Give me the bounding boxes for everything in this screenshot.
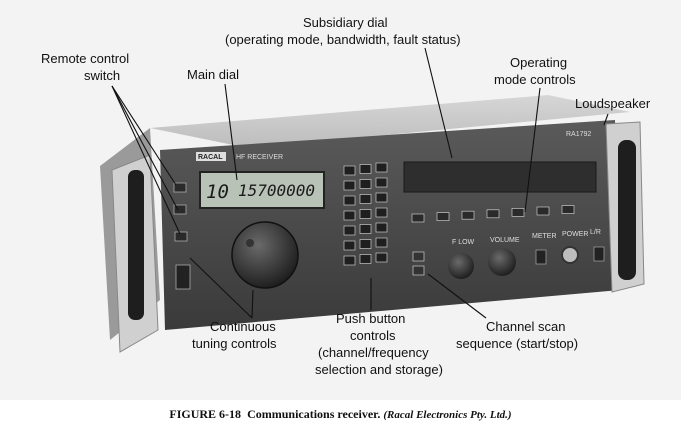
keypad-button[interactable] bbox=[375, 192, 388, 203]
receiver-illustration: RACAL HF RECEIVER RA1792 10 15700000 F L… bbox=[41, 15, 651, 377]
receiver-photo: RACAL HF RECEIVER RA1792 10 15700000 F L… bbox=[0, 0, 681, 400]
remote-switch-button-1[interactable] bbox=[173, 182, 187, 193]
power-switch[interactable] bbox=[175, 264, 191, 290]
label-main-dial: Main dial bbox=[187, 67, 239, 82]
remote-switch-button-2[interactable] bbox=[173, 204, 187, 215]
lr-switch[interactable] bbox=[593, 246, 605, 262]
subsidiary-dial-display bbox=[403, 161, 597, 193]
phones-jack[interactable] bbox=[561, 246, 579, 264]
label-channel-scan-2: sequence (start/stop) bbox=[456, 336, 578, 351]
label-push-button-2: controls bbox=[350, 328, 396, 343]
leader-lines bbox=[111, 47, 609, 319]
mode-buttons bbox=[411, 205, 575, 223]
keypad-button[interactable] bbox=[375, 222, 388, 233]
mode-button[interactable] bbox=[536, 206, 550, 216]
label-push-button-4: selection and storage) bbox=[315, 362, 443, 377]
keypad-button[interactable] bbox=[359, 209, 372, 219]
volume-knob[interactable] bbox=[488, 248, 516, 276]
meter-label: METER bbox=[532, 233, 557, 240]
mode-button[interactable] bbox=[411, 213, 425, 223]
keypad-button[interactable] bbox=[343, 255, 356, 266]
keypad-button[interactable] bbox=[359, 179, 372, 189]
label-subsidiary-dial-detail: (operating mode, bandwidth, fault status… bbox=[225, 32, 461, 47]
keypad-button[interactable] bbox=[375, 207, 388, 218]
leader-scan bbox=[427, 273, 487, 319]
lr-label: L/R bbox=[590, 229, 601, 236]
label-remote-control-2: switch bbox=[84, 68, 120, 83]
remote-switch-button-3[interactable] bbox=[174, 231, 188, 242]
leader-continuous-1 bbox=[189, 257, 253, 319]
leader-continuous-2 bbox=[251, 289, 254, 319]
leader-main-dial bbox=[224, 83, 238, 181]
label-operating-mode-1: Operating bbox=[510, 55, 567, 70]
keypad-button[interactable] bbox=[375, 252, 388, 263]
receiver-top-surface bbox=[150, 95, 630, 148]
keypad-button[interactable] bbox=[359, 239, 372, 249]
keypad-button[interactable] bbox=[343, 240, 356, 251]
model-number: RA1792 bbox=[566, 131, 591, 138]
label-operating-mode-2: mode controls bbox=[494, 72, 576, 87]
left-handle bbox=[128, 170, 144, 320]
receiver-front-panel bbox=[160, 120, 620, 330]
leader-remote-3 bbox=[111, 85, 181, 235]
keypad-button[interactable] bbox=[375, 177, 388, 188]
caption-figure-number: FIGURE 6-18 bbox=[169, 407, 242, 421]
right-handle bbox=[618, 140, 636, 280]
meter-switch[interactable] bbox=[535, 249, 547, 265]
keypad-button[interactable] bbox=[375, 162, 388, 173]
keypad-button[interactable] bbox=[343, 210, 356, 221]
leader-operating-mode bbox=[524, 87, 541, 213]
label-continuous-2: tuning controls bbox=[192, 336, 277, 351]
caption-title: Communications receiver. bbox=[247, 407, 381, 421]
brand-text: RACAL bbox=[198, 154, 223, 161]
display-channel: 10 bbox=[206, 181, 229, 203]
f-low-knob[interactable] bbox=[448, 253, 474, 279]
label-channel-scan-1: Channel scan bbox=[486, 319, 566, 334]
label-continuous-1: Continuous bbox=[210, 319, 276, 334]
caption-credit: (Racal Electronics Pty. Ltd.) bbox=[383, 409, 512, 421]
keypad-button[interactable] bbox=[343, 165, 356, 176]
label-remote-control-1: Remote control bbox=[41, 51, 129, 66]
mode-button[interactable] bbox=[511, 208, 525, 217]
scan-stop-button[interactable] bbox=[412, 265, 425, 276]
label-push-button-3: (channel/frequency bbox=[318, 345, 429, 360]
power-label: POWER bbox=[562, 231, 588, 238]
display-frequency: 15700000 bbox=[238, 181, 315, 200]
scan-start-button[interactable] bbox=[412, 251, 425, 262]
tuning-knob[interactable] bbox=[231, 221, 299, 289]
mode-button[interactable] bbox=[561, 205, 575, 214]
main-dial-display bbox=[199, 171, 325, 209]
leader-remote-1 bbox=[111, 85, 177, 186]
model-text: HF RECEIVER bbox=[236, 154, 283, 161]
mode-button[interactable] bbox=[436, 212, 450, 221]
leader-loudspeaker bbox=[603, 113, 609, 126]
keypad-button[interactable] bbox=[359, 224, 372, 234]
keypad-button[interactable] bbox=[343, 180, 356, 191]
keypad-button[interactable] bbox=[375, 237, 388, 248]
keypad bbox=[343, 162, 388, 266]
brand-badge bbox=[196, 152, 226, 161]
f-low-label: F LOW bbox=[452, 239, 475, 246]
leader-subsidiary bbox=[424, 47, 453, 159]
label-push-button-1: Push button bbox=[336, 311, 405, 326]
volume-label: VOLUME bbox=[490, 237, 520, 244]
mode-button[interactable] bbox=[486, 209, 500, 219]
keypad-button[interactable] bbox=[359, 194, 372, 204]
mode-button[interactable] bbox=[461, 210, 475, 220]
leader-remote-2 bbox=[111, 85, 179, 211]
keypad-button[interactable] bbox=[359, 164, 372, 174]
tuning-knob-dimple bbox=[246, 239, 254, 247]
keypad-button[interactable] bbox=[343, 195, 356, 206]
label-subsidiary-dial: Subsidiary dial bbox=[303, 15, 388, 30]
keypad-button[interactable] bbox=[359, 254, 372, 264]
figure-caption: FIGURE 6-18 Communications receiver. (Ra… bbox=[0, 403, 681, 425]
label-loudspeaker: Loudspeaker bbox=[575, 96, 651, 111]
keypad-button[interactable] bbox=[343, 225, 356, 236]
